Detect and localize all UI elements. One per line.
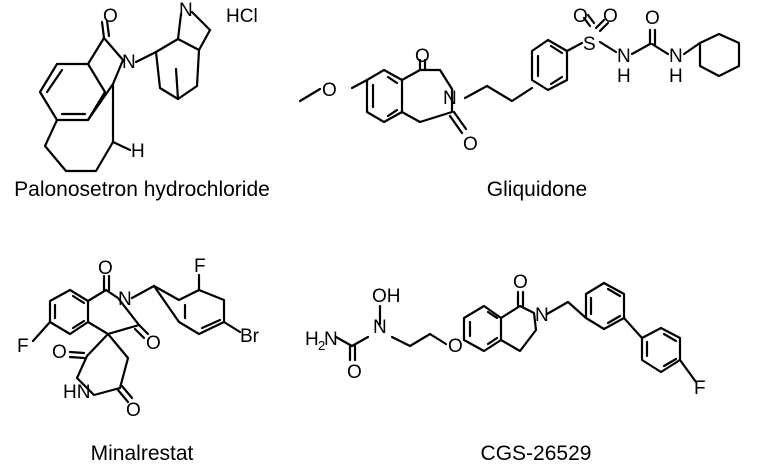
atom-F-benzyl: F [194,256,206,277]
atom-F-ring: F [17,336,29,357]
atom-HN: HN [63,382,90,403]
atom-H-sulfonylurea: H [617,66,631,87]
atom-O-methoxy: O [322,80,337,101]
atom-O-sulfonyl-2: O [603,6,618,27]
minalrestat-bonds [31,273,242,404]
compound-name-minalrestat: Minalrestat [91,442,194,465]
atom-N-sulfonylurea: N [617,46,631,67]
atom-N-urea: N [669,46,683,67]
atom-O-lactam: O [513,272,528,293]
atom-Br: Br [240,326,260,347]
palonosetron-bonds [38,10,212,173]
atom-F: F [694,378,706,399]
palonosetron-structure: O N N H HCl Palonosetron hydrochloride [14,0,270,201]
compound-name-gliquidone: Gliquidone [487,178,587,201]
atom-N-hydroxy: N [373,317,387,338]
atom-O-urea: O [645,8,660,29]
gliquidone-structure: O O N O S O O N H O N H Gliquidone [298,6,741,201]
atom-O-succinimide-2: O [126,400,141,421]
atom-H2N-H: H [305,329,319,350]
atom-H-urea: H [669,66,683,87]
atom-O-sulfonyl-1: O [573,6,588,27]
atom-N-imide: N [443,88,457,109]
atom-O-imide-2: O [146,333,161,354]
gliquidone-bonds [298,13,741,135]
atom-O-lactam-2: O [463,134,478,155]
atom-O-urea: O [347,362,362,383]
atom-O-succinimide-1: O [52,342,67,363]
cgs26529-structure: H 2 N O N OH O O N F CGS-26529 [305,272,706,465]
atom-O: O [103,6,118,27]
cgs26529-bonds [334,281,698,384]
atom-H2N-N: N [324,329,338,350]
atom-N-lactam: N [535,305,549,326]
atom-H: H [131,141,145,162]
atom-O-ether: O [448,336,463,357]
atom-OH: OH [372,286,401,307]
atom-N-amide: N [122,52,136,73]
atom-H2N-subscript: 2 [318,338,325,353]
atom-O-lactam-1: O [415,46,430,67]
atom-O-imide-1: O [98,258,113,279]
minalrestat-structure: O N O F F Br O O HN Minalrestat [17,256,260,465]
compound-name-palonosetron: Palonosetron hydrochloride [14,178,270,201]
salt-label: HCl [226,6,258,27]
compound-name-cgs26529: CGS-26529 [481,442,592,465]
atom-N-bridgehead: N [179,0,193,21]
atom-S: S [583,34,596,55]
atom-N-imide: N [118,289,132,310]
